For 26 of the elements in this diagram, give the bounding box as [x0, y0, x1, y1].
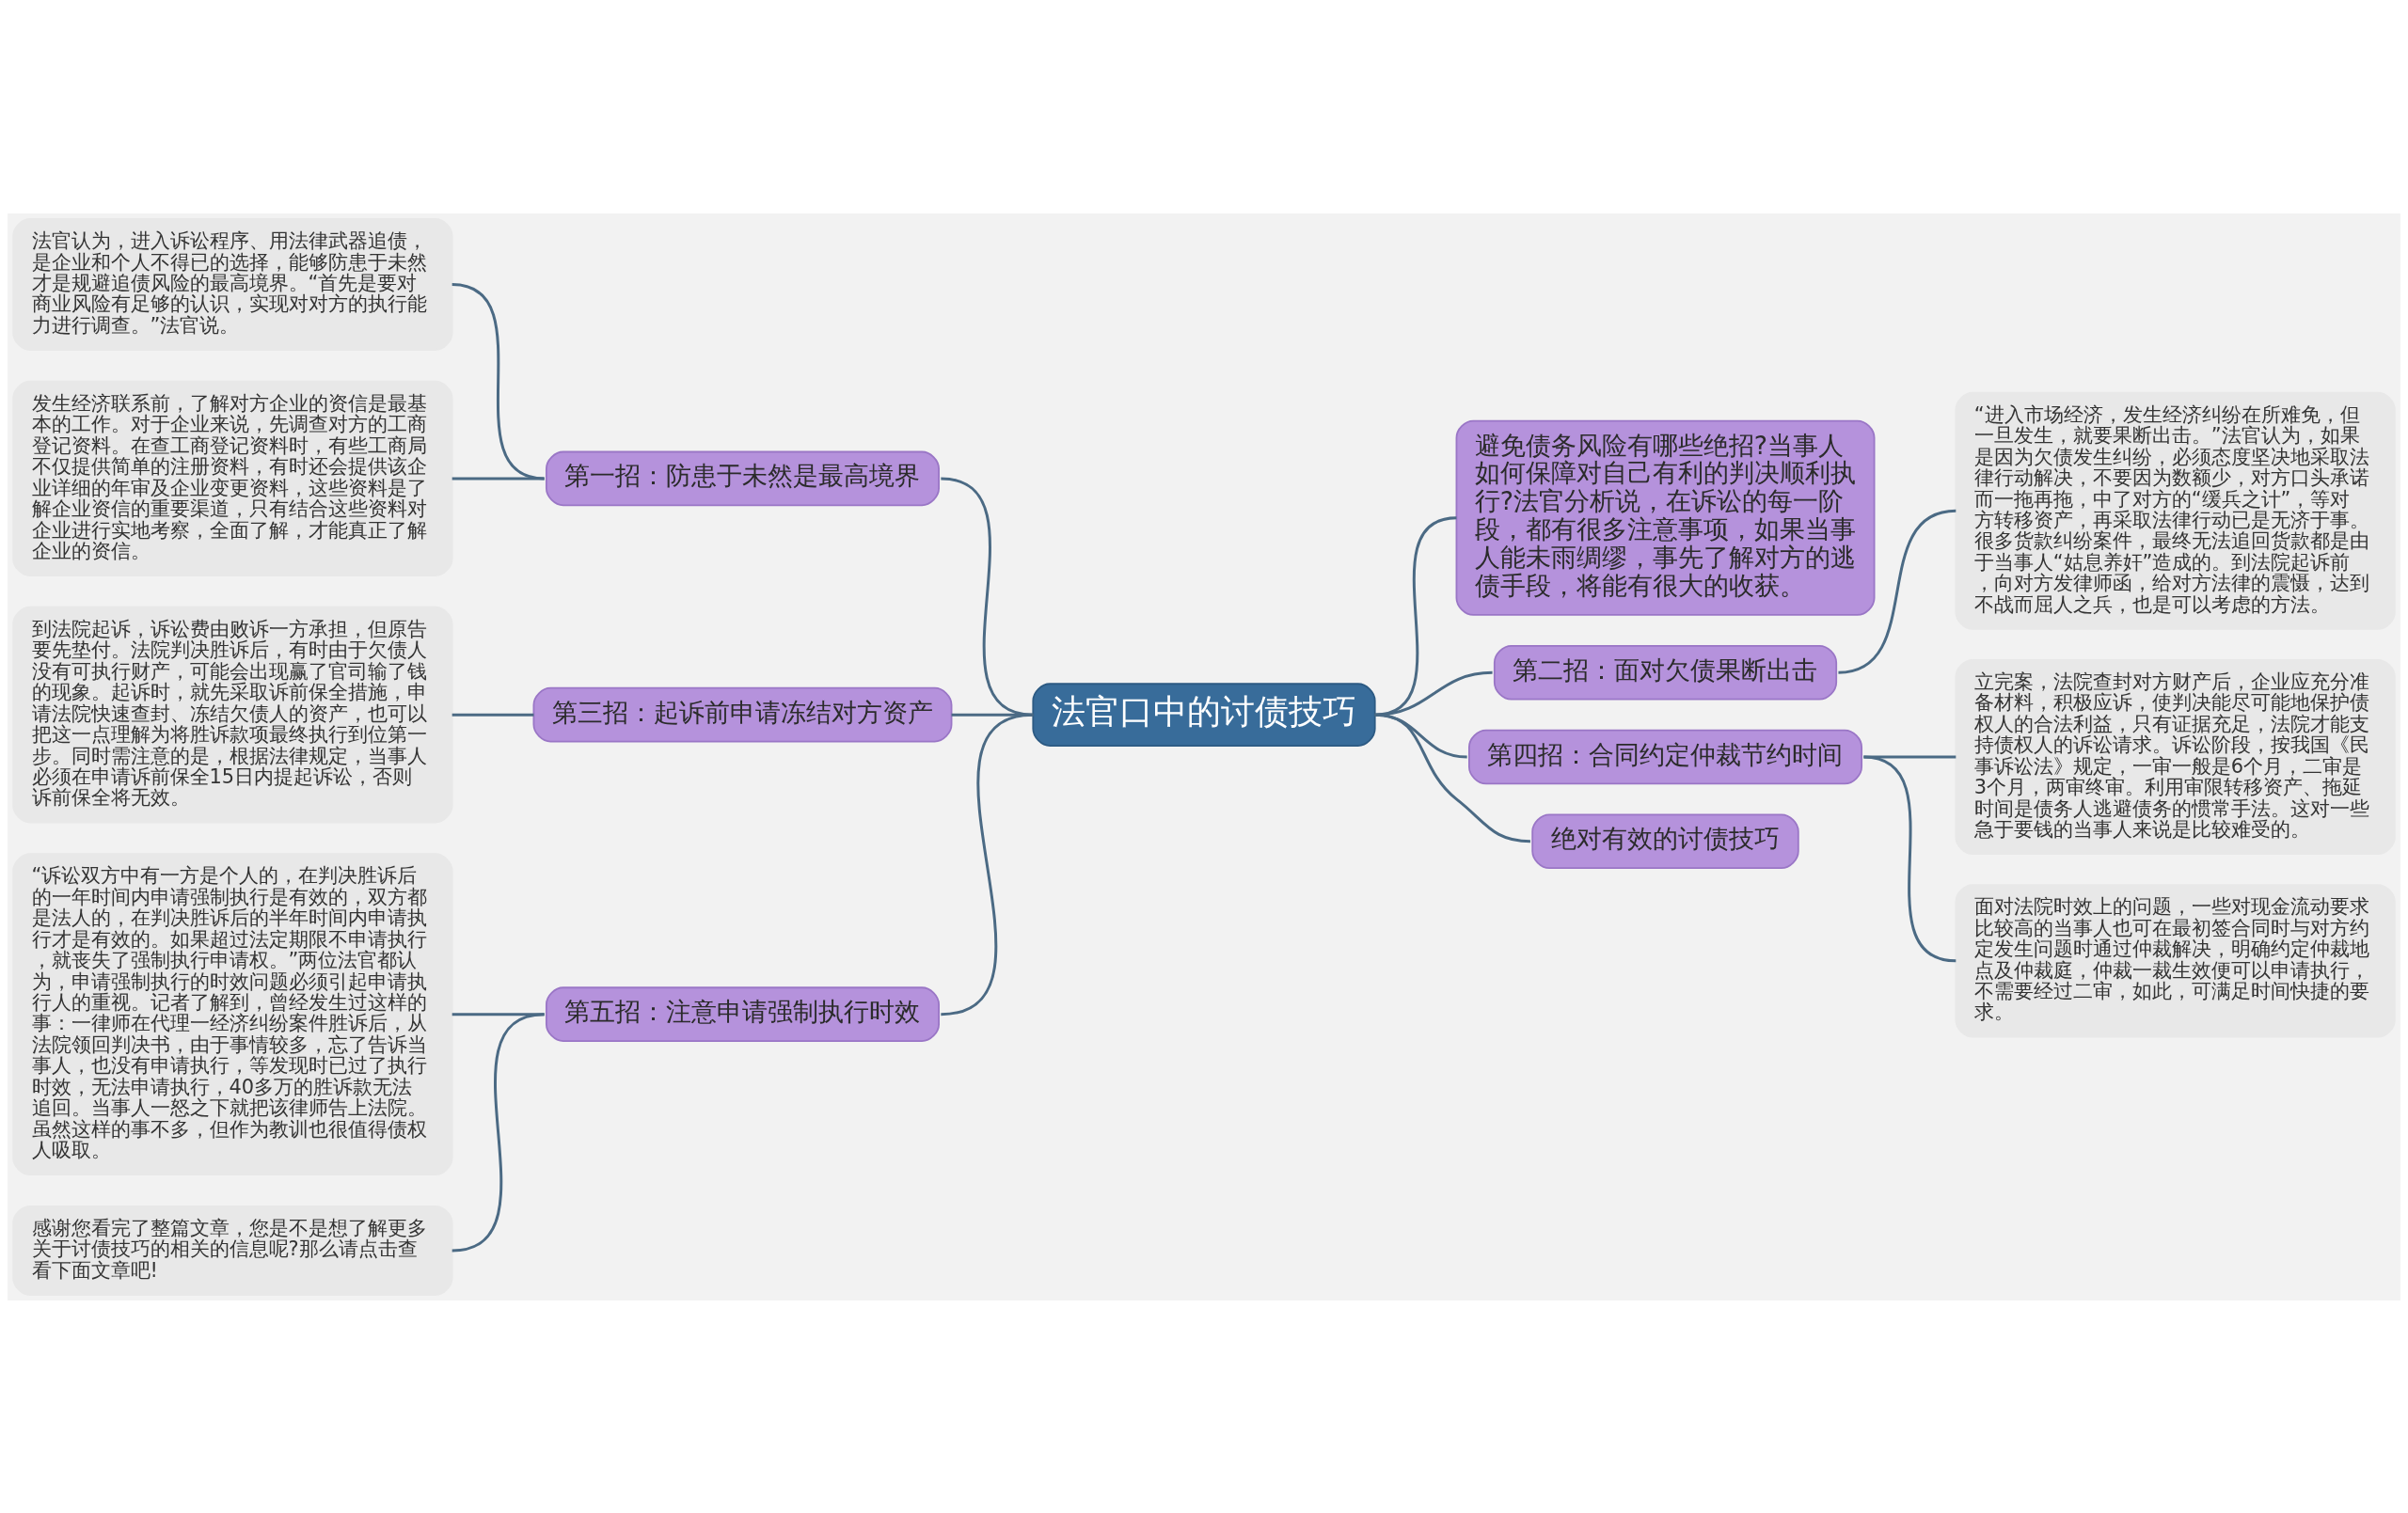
- connector: [1838, 509, 1956, 674]
- connector: [1374, 713, 1530, 843]
- node-box: 第一招：防患于未然是最高境界: [545, 450, 940, 506]
- connector: [941, 476, 1034, 717]
- node-box: 第三招：起诉前申请冻结对方资产: [532, 686, 953, 742]
- node-box: 立完案，法院查封对方财产后，企业应充分准备材料，积极应诉，使判决能尽可能地保护债权人的合法利益，只有证据充足，法院才能支持债权人的诉讼请求。诉讼阶段，按我国《民事诉讼法》规定，一审一般是6个月，二审是3个月，两审终审。利用审限转移资产、拖延时间是债务人逃避债务的惯常手法。这对一些急于要钱的当事人来说是比较难受的。: [1955, 658, 2396, 855]
- connector: [452, 1012, 545, 1252]
- node-box: 绝对有效的讨债技巧: [1531, 812, 1799, 869]
- connector: [1863, 755, 1956, 962]
- connector: [452, 476, 545, 480]
- connector: [452, 282, 545, 480]
- node-box: 法官口中的讨债技巧: [1032, 682, 1376, 747]
- node-box: 第五招：注意申请强制执行时效: [545, 985, 940, 1042]
- connector: [452, 713, 534, 717]
- node-box: 面对法院时效上的问题，一些对现金流动要求比较高的当事人也可在最初签合同时与对方约定发生问题时通过仲裁解决，明确约定仲裁地点及仲裁庭，仲裁一裁生效便可以申请执行，不需要经过二审，如此，可满足时间快捷的要求。: [1955, 883, 2396, 1037]
- node-box: 第二招：面对欠债果断出击: [1493, 644, 1838, 701]
- node-box: 到法院起诉，诉讼费由败诉一方承担，但原告要先垫付。法院判决胜诉后，有时由于欠债人没有可执行财产，可能会出现赢了官司输了钱的现象。起诉时，就先采取诉前保全措施，申请法院快速查封、冻结欠债人的资产，也可以把这一点理解为将胜诉款项最终执行到位第一步。同时需注意的是，根据法律规定，当事人必须在申请诉前保全15日内提起诉讼，否则诉前保全将无效。: [12, 606, 453, 823]
- connector: [1374, 670, 1493, 717]
- node-box: 避免债务风险有哪些绝招?当事人如何保障对自己有利的判决顺利执行?法官分析说，在诉讼的每一阶段，都有很多注意事项，如果当事人能未雨绸缪，事先了解对方的逃债手段，将能有很大的收获。: [1455, 419, 1876, 616]
- node-box: “诉讼双方中有一方是个人的，在判决胜诉后的一年时间内申请强制执行是有效的，双方都是法人的，在判决胜诉后的半年时间内申请执行才是有效的。如果超过法定期限不申请执行，就丧失了强制执行申请权。”两位法官都认为，申请强制执行的时效问题必须引起申请执行人的重视。记者了解到，曾经发生过这样的事：一律师在代理一经济纠纷案件胜诉后，从法院领回判决书，由于事情较多，忘了告诉当事人，也没有申请执行，等发现时已过了执行时效，无法申请执行，40多万的胜诉款无法追回。当事人一怒之下就把该律师告上法院。虽然这样的事不多，但作为教训也很值得债权人吸取。: [12, 852, 453, 1175]
- node-box: 法官认为，进入诉讼程序、用法律武器追债，是企业和个人不得已的选择，能够防患于未然才是规避追债风险的最高境界。“首先是要对商业风险有足够的认识，实现对对方的执行能力进行调查。”法官说。: [12, 217, 453, 351]
- connector: [941, 713, 1034, 1016]
- node-box: 第四招：合同约定仲裁节约时间: [1468, 729, 1863, 784]
- node-box: 发生经济联系前，了解对方企业的资信是最基本的工作。对于企业来说，先调查对方的工商登记资料。在查工商登记资料时，有些工商局不仅提供简单的注册资料，有时还会提供该企业详细的年审及企业变更资料，这些资料是了解企业资信的重要渠道，只有结合这些资料对企业进行实地考察，全面了解，才能真正了解企业的资信。: [12, 380, 453, 576]
- node-box: 感谢您看完了整篇文章，您是不是想了解更多关于讨债技巧的相关的信息呢?那么请点击查看下面文章吧!: [12, 1205, 453, 1296]
- node-box: “进入市场经济，发生经济纠纷在所难免，但一旦发生，就要果断出击。”法官认为，如果是因为欠债发生纠纷，必须态度坚决地采取法律行动解决，不要因为数额少，对方口头承诺而一拖再拖，中了对方的“缓兵之计”，等对方转移资产，再采取法律行动已是无济于事。很多货款纠纷案件，最终无法追回货款都是由于当事人“姑息养奸”造成的。到法院起诉前，向对方发律师函，给对方法律的震慑，达到不战而屈人之兵，也是可以考虑的方法。: [1955, 391, 2396, 630]
